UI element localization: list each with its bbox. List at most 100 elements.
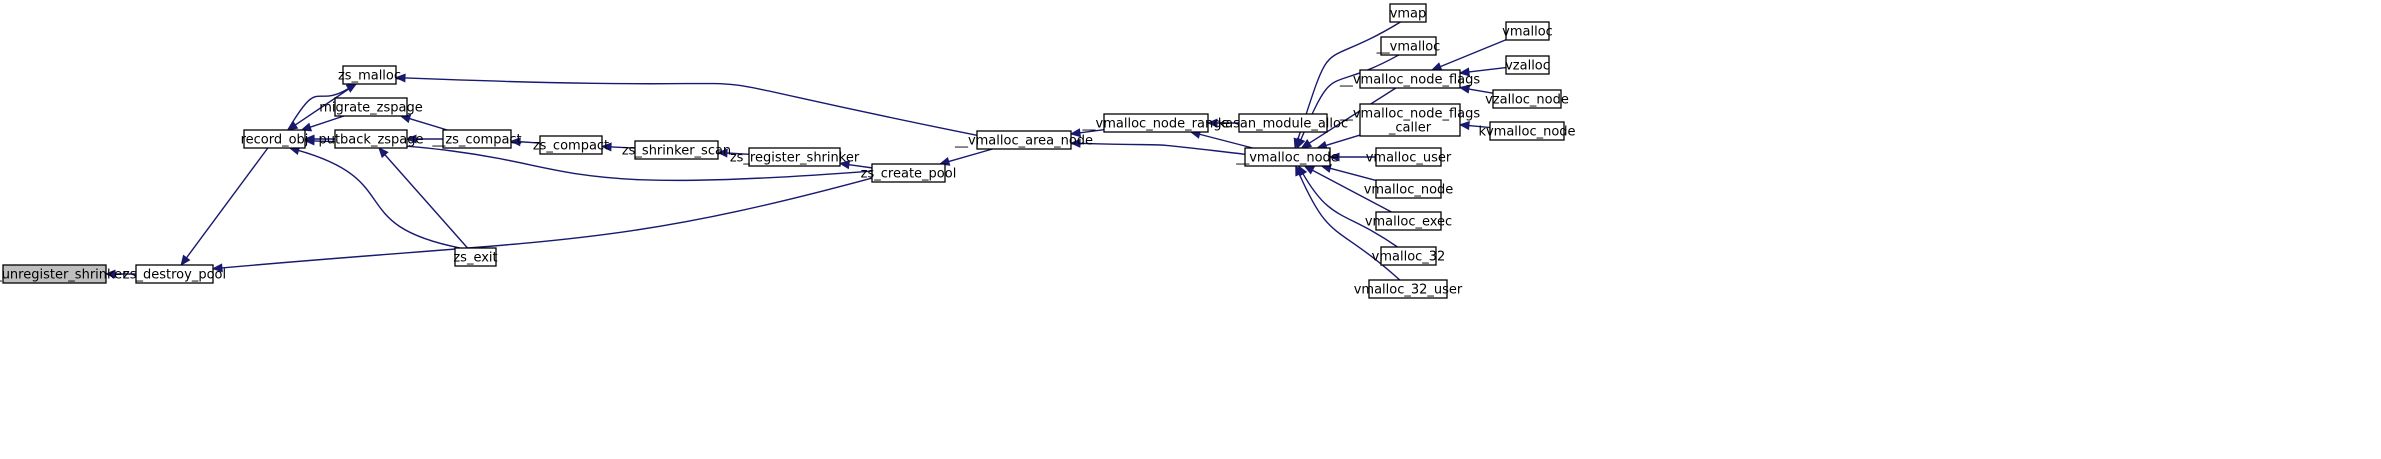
arrowhead-icon xyxy=(104,269,116,279)
node-zs_destroy_pool[interactable]: zs_destroy_pool xyxy=(123,264,226,284)
node-vmalloc_exec[interactable]: vmalloc_exec xyxy=(1365,211,1452,231)
node-box[interactable] xyxy=(1489,121,1565,141)
node-box[interactable] xyxy=(1380,246,1437,266)
node-label: zs_create_pool xyxy=(861,167,957,182)
node-__vmalloc_node[interactable]: __vmalloc_node xyxy=(1235,147,1339,167)
node-box[interactable] xyxy=(334,97,408,117)
node-box[interactable] xyxy=(2,264,107,284)
node-box[interactable] xyxy=(976,130,1072,150)
edge-line xyxy=(404,77,978,137)
edge-record_obj-to-zs_destroy_pool xyxy=(180,147,269,267)
node-box[interactable] xyxy=(1492,89,1562,109)
node-box[interactable] xyxy=(1380,36,1437,56)
node-vzalloc[interactable]: vzalloc xyxy=(1505,55,1550,75)
node-label: __vmalloc_area_node xyxy=(954,134,1093,149)
node-box[interactable] xyxy=(1238,113,1328,133)
edge-line xyxy=(384,154,469,249)
node-box[interactable] xyxy=(1375,147,1442,167)
edge-__vmalloc_area_node-to-zs_malloc xyxy=(394,73,978,137)
node-zs_malloc[interactable]: zs_malloc xyxy=(338,65,401,85)
edge-line xyxy=(1325,134,1361,147)
node-box[interactable] xyxy=(334,129,408,149)
edge-line xyxy=(610,146,636,149)
node-label: migrate_zspage xyxy=(319,101,423,116)
node-label: vmalloc_exec xyxy=(1365,215,1452,230)
node-box[interactable] xyxy=(1103,113,1209,133)
node-__vmalloc_node_range[interactable]: __vmalloc_node_range xyxy=(1082,113,1230,133)
node-box[interactable] xyxy=(342,65,397,85)
edge-line xyxy=(1440,39,1507,68)
node-__zs_compact[interactable]: __zs_compact xyxy=(431,129,522,149)
arrowhead-icon xyxy=(1206,118,1218,128)
edge-zs_exit-to-putback_zspage xyxy=(378,147,469,249)
node-zs_register_shrinker[interactable]: zs_register_shrinker xyxy=(730,147,860,167)
node-label: __vmalloc_node_flags xyxy=(1339,107,1480,122)
node-kvmalloc_node[interactable]: kvmalloc_node xyxy=(1478,121,1576,141)
arrowhead-icon xyxy=(345,83,358,93)
node-vmalloc_32[interactable]: vmalloc_32 xyxy=(1372,246,1446,266)
arrowhead-icon xyxy=(1069,128,1082,138)
node-vzalloc_node[interactable]: vzalloc_node xyxy=(1485,89,1569,109)
arrowhead-icon xyxy=(1458,84,1471,94)
node-putback_zspage[interactable]: putback_zspage xyxy=(318,129,424,149)
edge-vmalloc-to-__vmalloc_node_flags xyxy=(1430,39,1507,71)
edge-line xyxy=(1468,66,1507,73)
node-label: kasan_module_alloc xyxy=(1218,117,1348,132)
node-record_obj[interactable]: record_obj xyxy=(241,129,309,149)
edge-line xyxy=(1312,169,1392,213)
node-__vmalloc[interactable]: __vmalloc xyxy=(1376,36,1441,56)
node-migrate_zspage[interactable]: migrate_zspage xyxy=(319,97,423,117)
edge-zs_create_pool-to-record_obj xyxy=(303,136,873,182)
node-box[interactable] xyxy=(539,135,603,155)
node-box[interactable] xyxy=(135,264,214,284)
node-box[interactable] xyxy=(1505,21,1550,41)
edge-migrate_zspage-to-record_obj xyxy=(300,115,345,132)
node-label: vmalloc_32_user xyxy=(1354,283,1463,298)
arrowhead-icon xyxy=(180,254,191,267)
node-vmalloc_32_user[interactable]: vmalloc_32_user xyxy=(1354,279,1463,299)
node-box[interactable] xyxy=(243,129,306,149)
node-vmalloc_user[interactable]: vmalloc_user xyxy=(1366,147,1452,167)
node-__vmalloc_node_flags_caller[interactable]: __vmalloc_node_flags_caller xyxy=(1339,103,1480,137)
node-box[interactable] xyxy=(748,147,841,167)
node-zs_shrinker_scan[interactable]: zs_shrinker_scan xyxy=(622,140,731,160)
edge-line xyxy=(726,152,750,155)
node-box[interactable] xyxy=(1389,3,1427,23)
node-box[interactable] xyxy=(1244,147,1331,167)
node-box[interactable] xyxy=(871,163,946,183)
arrowhead-icon xyxy=(1328,152,1340,162)
node-label: __vmalloc xyxy=(1376,40,1441,55)
node-zs_compact[interactable]: zs_compact xyxy=(533,135,609,155)
arrowhead-icon xyxy=(1430,62,1443,71)
node-vmalloc[interactable]: vmalloc xyxy=(1502,21,1553,41)
node-kasan_module_alloc[interactable]: kasan_module_alloc xyxy=(1218,113,1348,133)
node-box[interactable] xyxy=(454,247,497,267)
node-label: __vmalloc_node xyxy=(1235,151,1339,166)
node-label: vmalloc_32 xyxy=(1372,250,1446,265)
node-label: zs_malloc xyxy=(338,69,401,84)
node-__vmalloc_node_flags[interactable]: __vmalloc_node_flags xyxy=(1339,69,1480,89)
edge-line xyxy=(1468,124,1491,129)
node-vmalloc_node[interactable]: vmalloc_node xyxy=(1364,179,1454,199)
node-zs_create_pool[interactable]: zs_create_pool xyxy=(861,163,957,183)
node-label: __vmalloc_node_range xyxy=(1082,117,1230,132)
edge-record_obj-to-zs_malloc xyxy=(287,83,358,131)
node-box[interactable] xyxy=(1505,55,1550,75)
node-box[interactable] xyxy=(1359,69,1461,89)
node-vmap[interactable]: vmap xyxy=(1389,3,1427,23)
node-box[interactable] xyxy=(1359,103,1461,137)
node-zs_exit[interactable]: zs_exit xyxy=(453,247,498,267)
node-box[interactable] xyxy=(634,140,719,160)
node-box[interactable] xyxy=(442,129,512,149)
node-box[interactable] xyxy=(1368,279,1448,299)
node-zs_unregister_shrinker[interactable]: zs_unregister_shrinker xyxy=(0,264,128,284)
edge-line xyxy=(313,140,873,182)
node-label: zs_unregister_shrinker xyxy=(0,268,128,283)
node-box[interactable] xyxy=(1375,179,1442,199)
edge-__zs_compact-to-migrate_zspage xyxy=(399,114,448,131)
arrowhead-icon xyxy=(1295,164,1304,177)
node-box[interactable] xyxy=(1375,211,1442,231)
edge-line xyxy=(298,149,461,249)
edge-line xyxy=(1079,129,1105,134)
node-__vmalloc_area_node[interactable]: __vmalloc_area_node xyxy=(954,130,1093,150)
